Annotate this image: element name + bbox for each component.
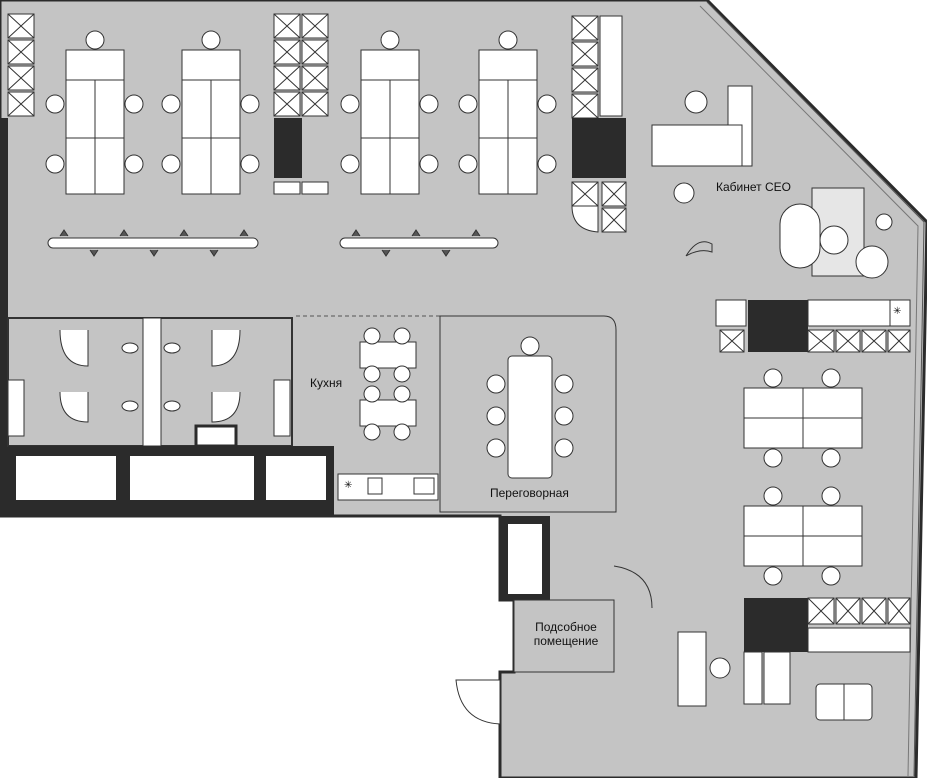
room-label-kitchen: Кухня xyxy=(310,376,343,390)
storage-cabinet-left xyxy=(7,13,35,117)
workstation-cluster-5 xyxy=(743,368,863,468)
workstation-cluster-3 xyxy=(340,30,439,195)
wall-column xyxy=(0,118,8,178)
room-label-utility-room: Подсобное помещение xyxy=(526,620,606,648)
workstation-cluster-2 xyxy=(161,30,260,195)
restroom-block xyxy=(7,317,293,448)
meeting-room xyxy=(439,315,617,513)
snowflake-icon: ✳ xyxy=(893,306,902,317)
storage-cabinet-center xyxy=(273,13,329,117)
plant-planter-left xyxy=(47,229,259,257)
storage-band-right xyxy=(715,299,911,353)
plant-planter-right xyxy=(339,229,499,257)
ceo-office xyxy=(651,85,893,279)
workstation-cluster-4 xyxy=(458,30,557,195)
kitchen xyxy=(296,315,440,501)
wall-column xyxy=(572,118,626,178)
room-label-utility-line1: Подсобное xyxy=(535,620,597,634)
exterior-glass-wall xyxy=(706,1,925,777)
storage-band-lower-right xyxy=(743,597,911,721)
workstation-cluster-1 xyxy=(45,30,144,195)
room-label-utility-line2: помещение xyxy=(533,634,599,648)
room-label-ceo-office: Кабинет CEO xyxy=(716,180,791,194)
wall-column xyxy=(274,118,302,178)
snowflake-icon: ✳ xyxy=(344,480,353,491)
workstation-cluster-6 xyxy=(743,486,863,586)
room-label-meeting-room: Переговорная xyxy=(490,486,569,500)
utility-room xyxy=(500,516,653,673)
desk-lower-right xyxy=(677,631,731,707)
storage-cabinet-right xyxy=(571,15,627,233)
entrance-door xyxy=(455,679,501,725)
